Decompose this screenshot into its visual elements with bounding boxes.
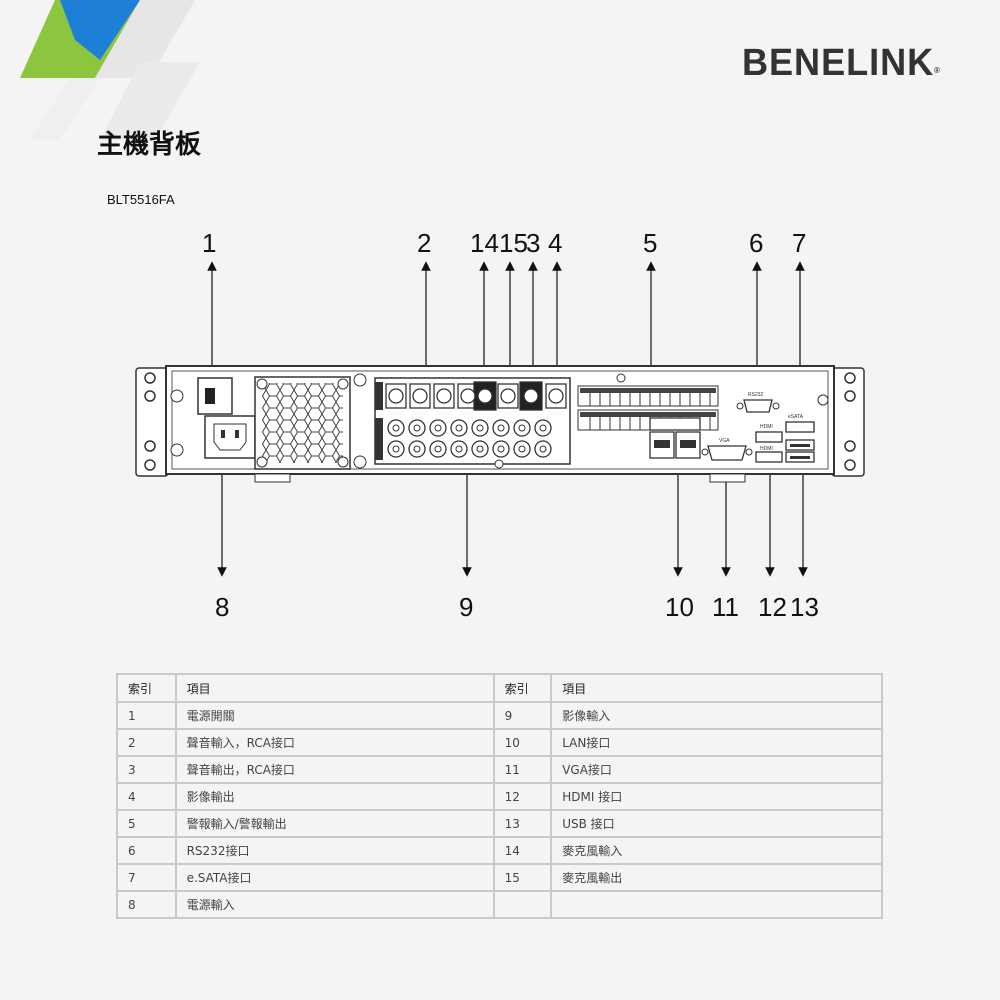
callout-13: 13 (790, 592, 819, 622)
bnc-top-row (385, 381, 567, 411)
table-row: 4 影像輸出 12 HDMI 接口 (116, 782, 883, 811)
callout-12: 12 (758, 592, 787, 622)
table-row: 1 電源開關 9 影像輸入 (116, 701, 883, 730)
item-cell: 麥克風輸入 (550, 836, 883, 865)
header-index-1: 索引 (116, 673, 177, 703)
item-cell (550, 890, 883, 919)
callout-1: 1 (202, 228, 217, 258)
callout-8: 8 (215, 592, 230, 622)
vga-label: VGA (719, 438, 730, 444)
index-cell: 2 (116, 728, 177, 757)
rs232-label: RS232 (748, 392, 764, 398)
callout-7: 7 (792, 228, 807, 258)
callout-3: 3 (526, 228, 541, 258)
table-row: 7 e.SATA接口 15 麥克風輸出 (116, 863, 883, 892)
index-cell: 7 (116, 863, 177, 892)
index-cell: 6 (116, 836, 177, 865)
callout-2: 2 (417, 228, 432, 258)
header-index-2: 索引 (492, 673, 553, 703)
index-cell: 12 (492, 782, 553, 811)
callout-10: 10 (665, 592, 694, 622)
item-cell: 影像輸出 (174, 782, 495, 811)
index-cell: 5 (116, 809, 177, 838)
item-cell: HDMI 接口 (550, 782, 883, 811)
header-item-1: 項目 (174, 673, 495, 703)
callout-5: 5 (643, 228, 658, 258)
table-row: 8 電源輸入 (116, 890, 883, 919)
callout-4: 4 (548, 228, 563, 258)
item-cell: VGA接口 (550, 755, 883, 784)
item-cell: 聲音輸出，RCA接口 (174, 755, 495, 784)
table-row: 3 聲音輸出，RCA接口 11 VGA接口 (116, 755, 883, 784)
header-item-2: 項目 (550, 673, 883, 703)
hdmi-label-2: HDMI (760, 446, 773, 452)
index-cell: 9 (492, 701, 553, 730)
callout-9: 9 (459, 592, 474, 622)
page-title: 主機背板 (97, 130, 202, 160)
item-cell: 電源開關 (174, 701, 495, 730)
callout-15: 15 (499, 228, 528, 258)
item-cell: 聲音輸入，RCA接口 (174, 728, 495, 757)
index-cell: 8 (116, 890, 177, 919)
bottom-callout-lines (217, 460, 808, 577)
index-cell: 15 (492, 863, 553, 892)
esata-label: eSATA (788, 414, 804, 420)
index-cell: 13 (492, 809, 553, 838)
corner-decoration (20, 0, 200, 140)
model-number: BLT5516FA (107, 192, 175, 207)
index-cell: 1 (116, 701, 177, 730)
index-cell: 3 (116, 755, 177, 784)
table-row: 2 聲音輸入，RCA接口 10 LAN接口 (116, 728, 883, 757)
index-cell: 10 (492, 728, 553, 757)
item-cell: 影像輸入 (550, 701, 883, 730)
item-cell: 電源輸入 (174, 890, 495, 919)
item-cell: e.SATA接口 (174, 863, 495, 892)
table-row: 6 RS232接口 14 麥克風輸入 (116, 836, 883, 865)
item-cell: LAN接口 (550, 728, 883, 757)
table-row: 5 警報輸入/警報輸出 13 USB 接口 (116, 809, 883, 838)
item-cell: RS232接口 (174, 836, 495, 865)
table-header-row: 索引 項目 索引 項目 (116, 673, 883, 703)
hdmi-label-1: HDMI (760, 424, 773, 430)
item-cell: 麥克風輸出 (550, 863, 883, 892)
callout-11: 11 (712, 592, 739, 622)
index-cell (492, 890, 553, 919)
index-cell: 11 (492, 755, 553, 784)
item-cell: USB 接口 (550, 809, 883, 838)
item-cell: 警報輸入/警報輸出 (174, 809, 495, 838)
brand-logo: BENELINK® (742, 42, 941, 84)
callout-14: 14 (470, 228, 499, 258)
index-table: 索引 項目 索引 項目 1 電源開關 9 影像輸入 2 聲音輸入，RCA接口 1… (116, 673, 883, 919)
callout-6: 6 (749, 228, 764, 258)
index-cell: 14 (492, 836, 553, 865)
index-cell: 4 (116, 782, 177, 811)
